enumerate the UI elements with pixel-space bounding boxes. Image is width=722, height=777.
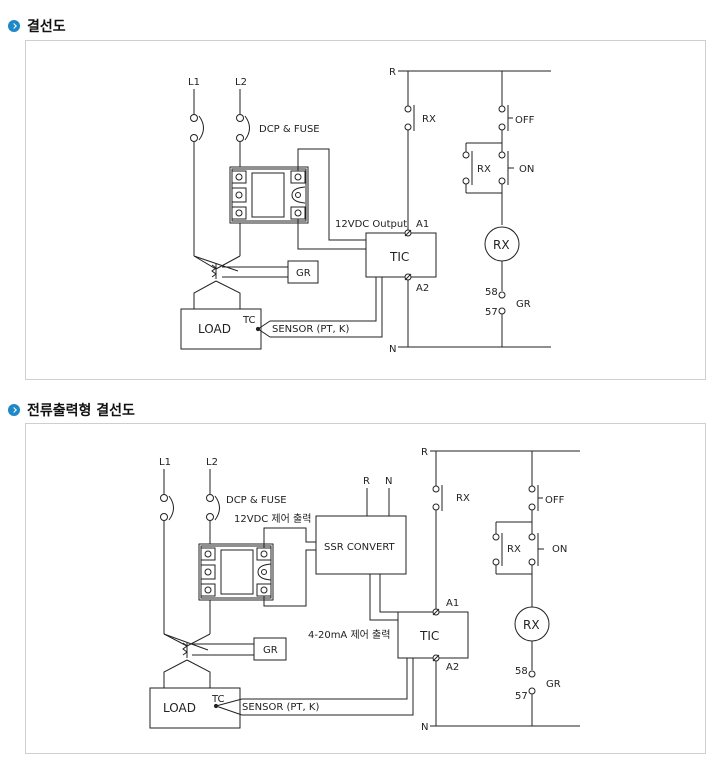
label-12vdc-control: 12VDC 제어 출력	[234, 513, 311, 525]
label-convert-r: R	[363, 476, 370, 487]
label-rx-hold: RX	[477, 164, 491, 175]
label-58: 58	[485, 287, 498, 298]
label-sensor: SENSOR (PT, K)	[272, 324, 349, 335]
label-57: 57	[515, 691, 528, 702]
label-load: LOAD	[163, 701, 196, 715]
label-r: R	[389, 67, 396, 78]
label-off: OFF	[515, 115, 535, 126]
section-title-1: 결선도	[8, 16, 66, 36]
bullet-icon	[8, 404, 20, 416]
label-rx-contact: RX	[456, 493, 470, 504]
label-gr-ct: GR	[263, 645, 278, 656]
label-a2: A2	[446, 662, 459, 673]
label-l1: L1	[159, 457, 171, 468]
label-a1: A1	[446, 598, 459, 609]
label-a1: A1	[416, 219, 429, 230]
label-load: LOAD	[198, 322, 231, 336]
label-tic: TIC	[419, 629, 439, 643]
label-n: N	[389, 344, 396, 355]
bullet-icon	[8, 20, 20, 32]
label-l1: L1	[188, 77, 200, 88]
label-rx-contact: RX	[422, 114, 436, 125]
label-4-20ma: 4-20mA 제어 출력	[308, 629, 390, 641]
label-tc: TC	[211, 694, 225, 705]
label-58: 58	[515, 666, 528, 677]
wiring-diagram-2: L1 L2 DCP & FUSE 12VDC 제어 출력 GR LOAD TC …	[149, 447, 580, 733]
label-tc: TC	[242, 315, 256, 326]
section-title-2: 전류출력형 결선도	[8, 400, 135, 420]
label-gr-contact: GR	[516, 299, 531, 310]
label-gr-ct: GR	[296, 268, 311, 279]
label-off: OFF	[545, 495, 565, 506]
label-r: R	[421, 447, 428, 458]
label-rx-coil: RX	[493, 238, 510, 252]
label-12vdc-output: 12VDC Output	[335, 219, 407, 230]
wiring-diagram-panel-1: L1 L2 DCP & FUSE GR LOAD TC SENSOR (PT, …	[25, 40, 706, 380]
label-rx-coil: RX	[523, 618, 540, 632]
label-gr-contact: GR	[546, 679, 561, 690]
label-sensor: SENSOR (PT, K)	[242, 702, 319, 713]
label-dcp-fuse: DCP & FUSE	[226, 495, 287, 506]
label-57: 57	[485, 307, 498, 318]
label-tic: TIC	[389, 250, 409, 264]
label-n: N	[421, 722, 428, 733]
label-convert-n: N	[385, 476, 392, 487]
label-rx-hold: RX	[507, 544, 521, 555]
label-a2: A2	[416, 283, 429, 294]
wiring-diagram-1: L1 L2 DCP & FUSE GR LOAD TC SENSOR (PT, …	[180, 67, 551, 355]
label-ssr-convert: SSR CONVERT	[324, 542, 396, 553]
section-title-2-text: 전류출력형 결선도	[27, 403, 135, 419]
label-on: ON	[519, 164, 534, 175]
label-l2: L2	[235, 77, 247, 88]
label-on: ON	[552, 544, 567, 555]
section-title-1-text: 결선도	[27, 19, 66, 35]
label-dcp-fuse: DCP & FUSE	[259, 124, 320, 135]
wiring-diagram-panel-2: L1 L2 DCP & FUSE 12VDC 제어 출력 GR LOAD TC …	[25, 423, 706, 754]
label-l2: L2	[206, 457, 218, 468]
